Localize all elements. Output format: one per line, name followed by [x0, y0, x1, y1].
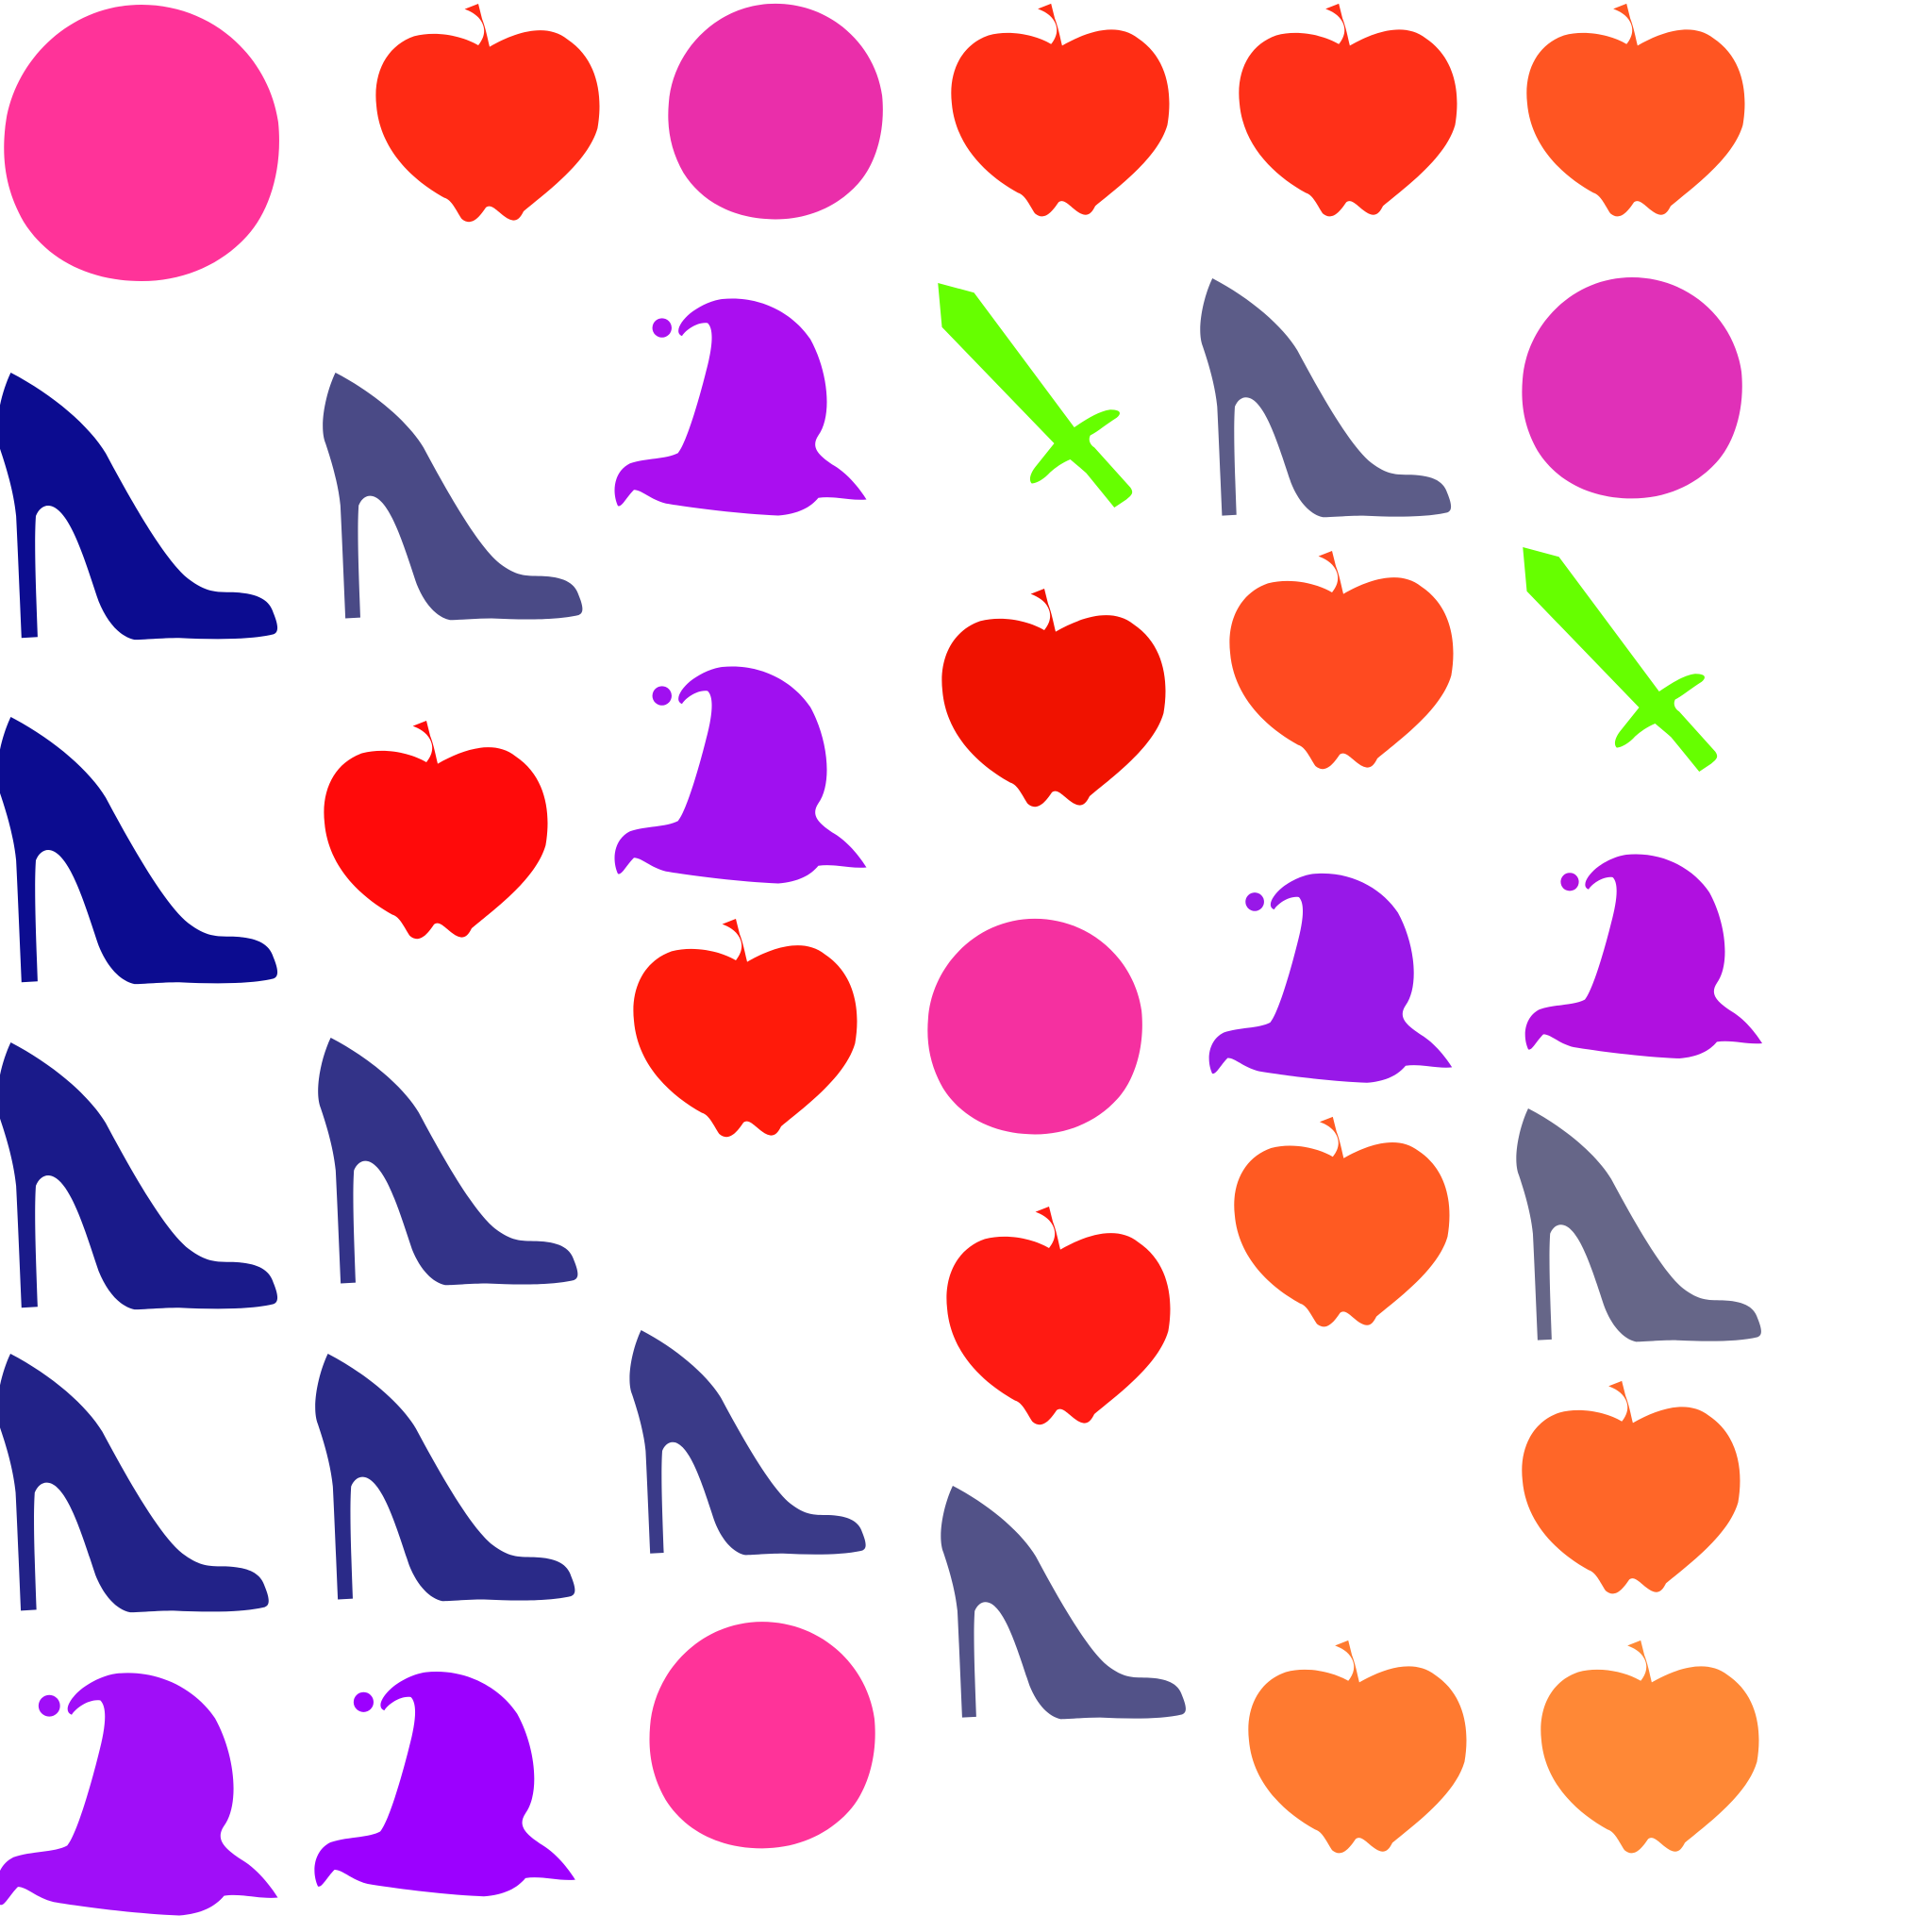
- apple-shape: [375, 4, 600, 223]
- apple-shape: [1522, 1380, 1740, 1594]
- apple-shape: [1526, 3, 1745, 217]
- shoe-shape: [1516, 1108, 1761, 1342]
- shoe-shape: [315, 1354, 575, 1602]
- hat-shape: [614, 666, 867, 884]
- shoe-shape: [323, 373, 583, 621]
- shoe-shape: [318, 1038, 578, 1286]
- blob-shape: [1522, 277, 1742, 499]
- blob-shape: [927, 918, 1142, 1135]
- apple-shape: [1541, 1640, 1759, 1854]
- shoe-shape: [629, 1330, 866, 1556]
- shoe-shape: [1200, 278, 1452, 518]
- hat-shape: [614, 298, 867, 516]
- blob-shape: [649, 1622, 875, 1849]
- shoe-shape: [0, 717, 278, 985]
- apple-shape: [324, 721, 548, 940]
- hat-shape: [314, 1672, 575, 1897]
- shoe-shape: [0, 373, 278, 641]
- apple-shape: [1248, 1640, 1467, 1854]
- apple-shape: [1239, 3, 1457, 217]
- apple-shape: [1234, 1116, 1450, 1327]
- shoe-shape: [941, 1486, 1186, 1720]
- hat-shape: [1524, 854, 1762, 1058]
- apple-shape: [633, 919, 858, 1138]
- apple-shape: [951, 3, 1170, 217]
- apple-shape: [1229, 551, 1454, 770]
- apple-shape: [941, 589, 1166, 808]
- sword-shape: [938, 283, 1133, 508]
- sword-shape: [1523, 547, 1718, 772]
- hat-shape: [0, 1673, 278, 1916]
- shoe-shape: [0, 1042, 278, 1310]
- hat-shape: [1208, 873, 1453, 1083]
- apple-shape: [946, 1207, 1171, 1425]
- blob-shape: [4, 5, 279, 281]
- blob-shape: [668, 3, 883, 220]
- shoe-shape: [0, 1354, 269, 1613]
